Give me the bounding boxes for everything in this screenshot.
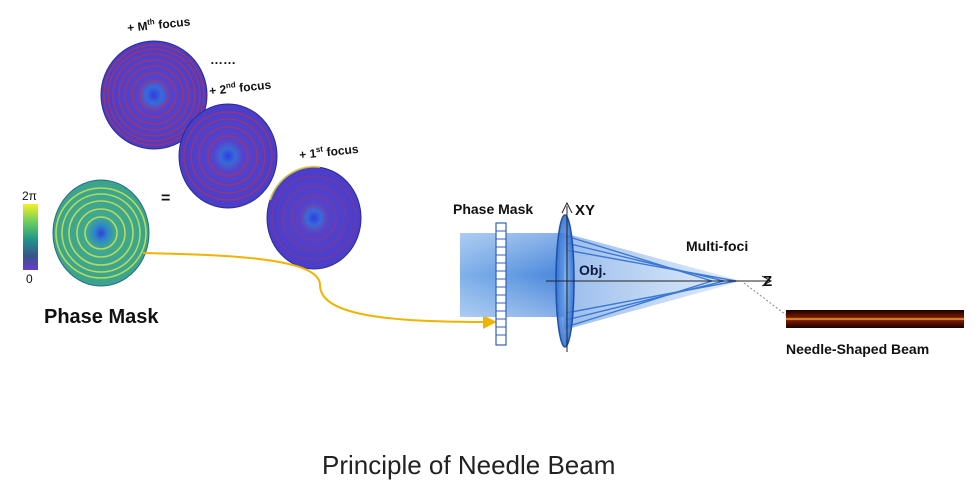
diagram-title: Principle of Needle Beam <box>322 450 616 480</box>
mth-focus-mask <box>100 40 208 150</box>
xy-axis-label: XY <box>575 202 596 219</box>
mask-to-optics-arrow <box>142 252 497 329</box>
optics-phase-mask-label: Phase Mask <box>453 201 534 217</box>
multi-foci-label: Multi-foci <box>686 238 749 254</box>
combined-phase-mask <box>52 179 150 287</box>
1st-focus-mask <box>266 165 362 270</box>
colorbar <box>23 204 38 270</box>
ellipsis: …… <box>210 52 236 67</box>
input-beam <box>460 233 564 317</box>
beam-zoom-line <box>743 282 791 319</box>
objective-label: Obj. <box>579 262 607 278</box>
optical-axes <box>546 201 773 352</box>
colorbar-bottom-label: 0 <box>26 272 33 286</box>
2nd-focus-mask <box>178 103 278 209</box>
equals-sign: = <box>161 190 171 207</box>
needle-beam-image <box>786 310 964 328</box>
phase-mask-element <box>495 222 507 346</box>
colorbar-top-label: 2π <box>22 189 37 203</box>
phase-mask-title: Phase Mask <box>44 306 159 328</box>
z-axis-label: Z <box>763 273 773 290</box>
needle-beam-label: Needle-Shaped Beam <box>786 341 930 357</box>
